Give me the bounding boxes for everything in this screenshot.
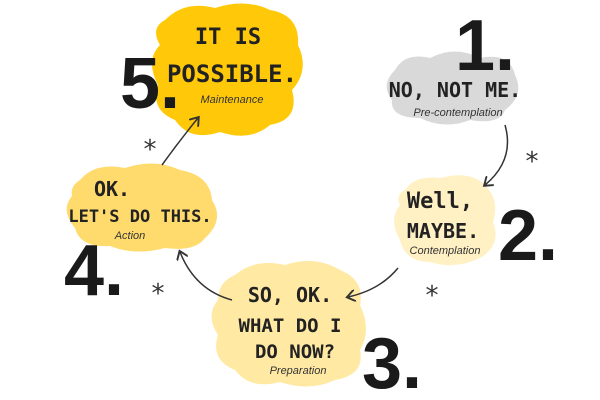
stage-1-blob [386,51,519,125]
asterisk: * [426,281,439,311]
stage-5-number: 5. [120,44,180,124]
stage-3-line: SO, OK. [248,283,332,307]
stage-3-blob [211,261,366,387]
stage-2-line: MAYBE. [407,219,479,243]
stage-4-label: Action [114,230,146,242]
stage-1-label: Pre-contemplation [413,107,502,119]
stage-3-number: 3. [362,324,422,400]
arrow-4-to-5 [161,118,198,166]
stage-3-label: Preparation [270,365,327,377]
stage-2-line: Well, [407,189,473,214]
asterisk: * [144,135,157,165]
stage-2-number: 2. [498,196,558,276]
stage-1-line: NO, NOT ME. [389,78,521,102]
stage-4-number: 4. [64,231,124,311]
stage-1-number: 1. [455,6,515,86]
stage-5-label: Maintenance [201,94,264,106]
asterisk: * [526,147,539,177]
stage-2-label: Contemplation [410,245,481,257]
asterisk: * [152,279,165,309]
stage-3-line: DO NOW? [255,341,335,363]
arrow-1-to-2 [485,124,509,185]
stage-5-line: POSSIBLE. [167,60,297,88]
stage-3-line: WHAT DO I [239,315,342,337]
stage-4-line: LET'S DO THIS. [68,207,211,227]
stage-2-blob [394,175,496,266]
stage-5-line: IT IS [195,25,261,50]
stage-4-line: OK. [94,177,130,201]
stage-4-blob [66,163,218,252]
arrow-2-to-3 [348,267,399,297]
stage-5-blob [151,3,303,136]
arrow-3-to-4 [180,252,233,301]
